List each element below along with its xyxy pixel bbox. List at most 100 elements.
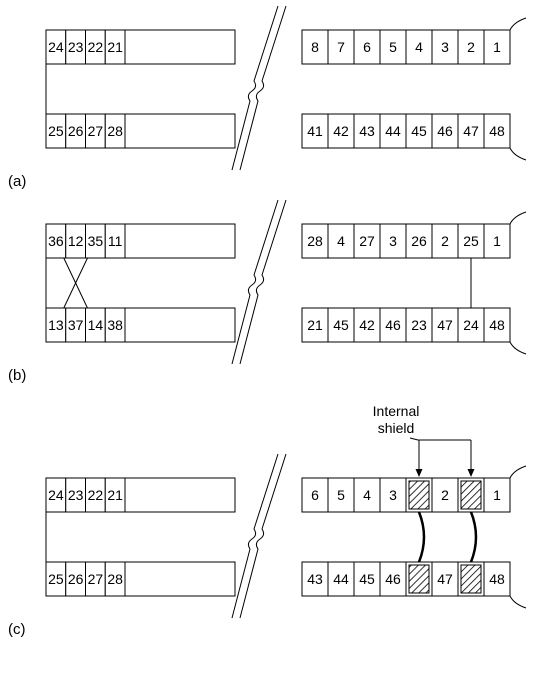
cross-wire — [63, 257, 88, 309]
cable-end-curve — [509, 211, 527, 225]
pin-number: 3 — [389, 487, 397, 503]
pin-number: 25 — [48, 571, 64, 587]
pin-number: 44 — [333, 571, 349, 587]
pin-number: 4 — [415, 39, 423, 55]
panel-label: (c) — [8, 621, 26, 638]
pin-number: 27 — [359, 233, 375, 249]
shield-label-line2: shield — [378, 420, 415, 436]
pin-number: 23 — [411, 317, 427, 333]
hatched-shield-icon — [408, 564, 430, 594]
pin-number: 48 — [489, 571, 505, 587]
pin-number: 21 — [307, 317, 323, 333]
pin-cell — [327, 113, 355, 149]
pin-number: 21 — [107, 487, 123, 503]
pin-number: 4 — [337, 233, 345, 249]
arrowhead-icon — [467, 469, 475, 477]
pin-number: 22 — [88, 487, 104, 503]
pin-cell — [379, 29, 407, 65]
pin-number: 46 — [437, 123, 453, 139]
pin-number: 2 — [441, 487, 449, 503]
pin-number: 25 — [463, 233, 479, 249]
pin-number: 24 — [463, 317, 479, 333]
pin-number: 26 — [68, 123, 84, 139]
pin-number: 42 — [333, 123, 349, 139]
pin-number: 47 — [437, 317, 453, 333]
pin-number: 45 — [333, 317, 349, 333]
shield-bond-wire — [469, 511, 478, 563]
panel-label: (a) — [8, 173, 26, 190]
pin-number: 45 — [359, 571, 375, 587]
pin-cell — [104, 113, 126, 149]
pin-number: 47 — [437, 571, 453, 587]
pin-number: 6 — [311, 487, 319, 503]
cable-end-curve — [509, 147, 527, 161]
pin-number: 1 — [493, 39, 501, 55]
pin-number: 6 — [363, 39, 371, 55]
pin-number: 43 — [359, 123, 375, 139]
pin-cell — [353, 307, 381, 343]
pin-number: 37 — [68, 317, 84, 333]
pin-cell — [483, 477, 511, 513]
pin-number: 14 — [88, 317, 104, 333]
cable-end-curve — [509, 17, 527, 31]
pin-number: 38 — [107, 317, 123, 333]
pin-cell — [301, 307, 329, 343]
pin-number: 27 — [88, 571, 104, 587]
pin-cell — [405, 223, 433, 259]
pin-cell — [457, 113, 485, 149]
pin-number: 47 — [463, 123, 479, 139]
cable-end-curve — [509, 465, 527, 479]
pin-cell — [104, 29, 126, 65]
hatched-shield-icon — [460, 480, 482, 510]
pin-number: 8 — [311, 39, 319, 55]
pin-cell — [301, 29, 329, 65]
pin-number: 1 — [493, 233, 501, 249]
pin-cell — [483, 223, 511, 259]
pin-number: 24 — [48, 487, 64, 503]
pin-cell — [405, 29, 433, 65]
pin-cell — [405, 113, 433, 149]
pin-number: 35 — [88, 233, 104, 249]
pin-cell — [301, 561, 329, 597]
pin-cell — [104, 307, 126, 343]
pin-number: 5 — [389, 39, 397, 55]
pin-cell — [353, 113, 381, 149]
break-mark-icon — [230, 199, 288, 365]
pin-cell — [457, 307, 485, 343]
pin-number: 23 — [68, 487, 84, 503]
pin-number: 28 — [307, 233, 323, 249]
break-mark-icon — [230, 453, 288, 619]
pin-cell — [483, 561, 511, 597]
pin-number: 43 — [307, 571, 323, 587]
pin-number: 13 — [48, 317, 64, 333]
pin-number: 23 — [68, 39, 84, 55]
pin-number: 26 — [68, 571, 84, 587]
pin-cell — [483, 307, 511, 343]
shield-label-line1: Internal — [373, 403, 420, 419]
pin-number: 36 — [48, 233, 64, 249]
pin-cell — [431, 477, 459, 513]
pin-number: 45 — [411, 123, 427, 139]
pin-cell — [405, 307, 433, 343]
panel-label: (b) — [8, 367, 26, 384]
pin-number: 4 — [363, 487, 371, 503]
pin-cell — [431, 223, 459, 259]
pin-cell — [104, 477, 126, 513]
pin-cell — [353, 29, 381, 65]
pin-cell — [327, 477, 355, 513]
pin-cell — [104, 561, 126, 597]
pin-cell — [327, 29, 355, 65]
pin-cell — [483, 29, 511, 65]
pin-number: 2 — [467, 39, 475, 55]
pin-number: 28 — [107, 123, 123, 139]
pin-number: 27 — [88, 123, 104, 139]
pin-cell — [431, 113, 459, 149]
pin-number: 1 — [493, 487, 501, 503]
pin-number: 2 — [441, 233, 449, 249]
pin-cell — [104, 223, 126, 259]
pin-cell — [379, 477, 407, 513]
